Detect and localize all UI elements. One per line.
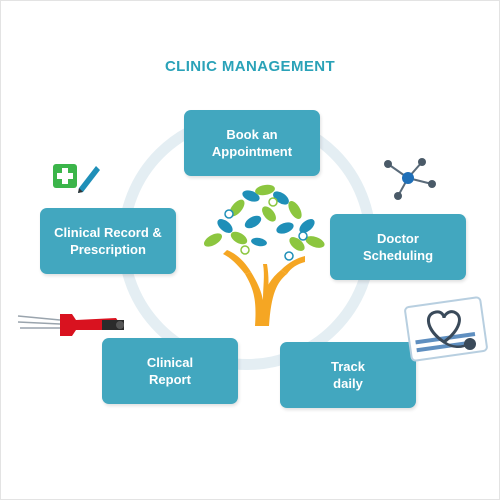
syringe-icon: [17, 314, 124, 336]
step-track-daily: Track daily: [280, 342, 416, 408]
step-clinical-record-prescription-label: Clinical Record & Prescription: [54, 225, 162, 257]
step-clinical-report: Clinical Report: [102, 338, 238, 404]
network-nodes-icon: [384, 158, 436, 200]
step-book-appointment: Book an Appointment: [184, 110, 320, 176]
step-clinical-record-prescription: Clinical Record & Prescription: [40, 208, 176, 274]
top-border: [0, 0, 500, 1]
medical-record-pen-icon: [53, 164, 100, 193]
step-doctor-scheduling: Doctor Scheduling: [330, 214, 466, 280]
step-clinical-report-label: Clinical Report: [146, 355, 194, 387]
step-doctor-scheduling-label: Doctor Scheduling: [362, 231, 434, 263]
stethoscope-heart-icon: [404, 296, 488, 362]
diagram-title: CLINIC MANAGEMENT: [164, 58, 336, 75]
step-track-daily-label: Track daily: [331, 359, 365, 391]
step-book-appointment-label: Book an Appointment: [211, 127, 293, 159]
tree-icon: [203, 184, 325, 326]
left-border: [0, 0, 1, 500]
